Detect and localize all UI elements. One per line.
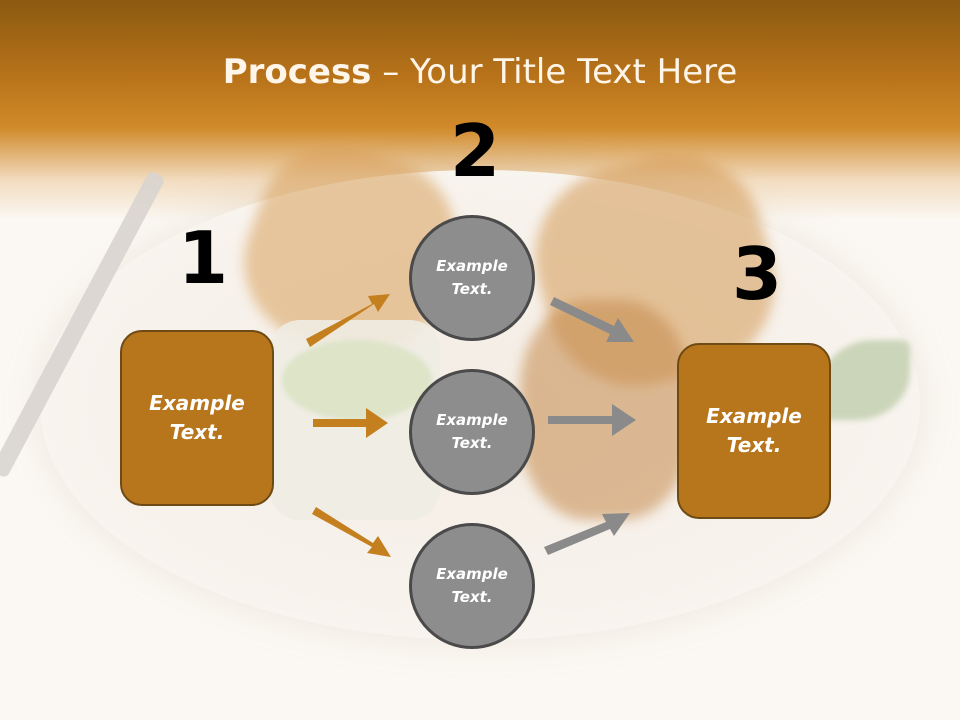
arrow-to-circle-bottom [312,507,391,557]
arrow-from-circle-top [550,297,634,342]
background-dip-sauce [282,340,432,420]
background-samosa [520,300,690,520]
orange-arrows [306,294,391,557]
step-number-1: 1 [178,216,229,300]
slide-title-bold: Process [222,52,372,92]
step-2-circle-middle[interactable]: Example Text. [409,369,535,495]
step-3-text: Example Text. [706,404,802,457]
step-2-circle-bottom[interactable]: Example Text. [409,523,535,649]
step-2-circle-top-text: Example Text. [436,257,508,298]
step-1-text: Example Text. [149,391,245,444]
step-2-circle-middle-text: Example Text. [436,411,508,452]
arrow-to-circle-top [306,294,390,347]
step-number-2: 2 [450,109,501,193]
step-3-box[interactable]: Example Text. [677,343,831,519]
slide-title-rest: – Your Title Text Here [371,52,738,92]
step-number-3: 3 [732,232,783,316]
step-2-circle-top[interactable]: Example Text. [409,215,535,341]
slide-title: Process – Your Title Text Here [0,52,960,92]
step-2-circle-bottom-text: Example Text. [436,565,508,606]
arrow-from-circle-middle [548,404,636,436]
step-1-box[interactable]: Example Text. [120,330,274,506]
gray-arrows [544,297,636,555]
arrow-from-circle-bottom [544,513,630,555]
arrow-to-circle-middle [313,408,388,438]
